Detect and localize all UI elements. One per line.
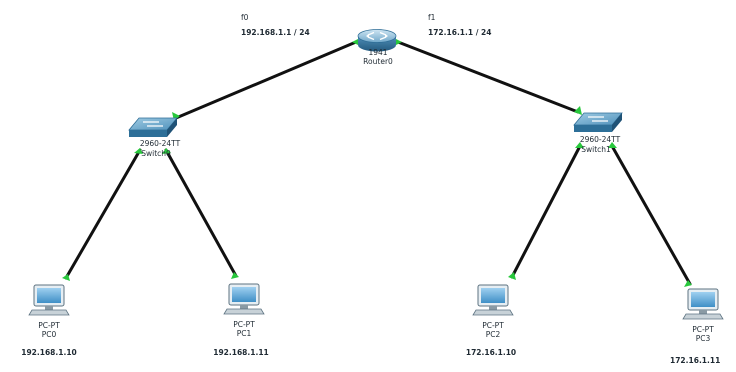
port-indicator (162, 148, 171, 154)
port-indicator (608, 142, 617, 148)
pc1-model: PC-PT (233, 320, 255, 329)
pc-icon[interactable] (472, 284, 514, 316)
pc0-model: PC-PT (38, 321, 60, 330)
router-port1-ip: 172.16.1.1 / 24 (428, 28, 492, 37)
pc1-ip: 192.168.1.11 (213, 348, 269, 357)
pc2-ip: 172.16.1.10 (465, 348, 517, 357)
link-router-switch1[interactable] (396, 40, 580, 114)
link-switch0-pc0[interactable] (64, 148, 142, 280)
pc1-name: PC1 (236, 329, 252, 338)
port-indicator (575, 142, 584, 148)
port-indicator (574, 106, 582, 115)
router-port0-ip: 192.168.1.1 / 24 (241, 28, 310, 37)
switch-icon[interactable] (128, 117, 178, 137)
pc0-ip: 192.168.1.10 (21, 348, 77, 357)
pc3-ip: 172.16.1.11 (670, 356, 721, 365)
router-port0-iface: f0 (241, 13, 249, 22)
router-port1-iface: f1 (428, 13, 436, 22)
pc0-name: PC0 (41, 330, 57, 339)
router-name: Router0 (363, 57, 393, 66)
pc3-model: PC-PT (692, 325, 714, 334)
pc-icon[interactable] (682, 288, 724, 320)
switch0-model: 2960-24TT (139, 139, 181, 148)
link-switch1-pc2[interactable] (510, 144, 582, 279)
pc-icon[interactable] (28, 284, 70, 316)
link-router-switch0[interactable] (174, 40, 358, 120)
port-indicator (134, 148, 143, 154)
pc2-model: PC-PT (482, 321, 504, 330)
switch0-name: Switch0 (141, 149, 171, 158)
port-indicator (231, 272, 239, 279)
port-indicator (508, 272, 516, 280)
switch1-model: 2960-24TT (579, 135, 621, 144)
router-icon[interactable] (357, 29, 397, 52)
link-switch1-pc3[interactable] (610, 144, 692, 286)
link-status-indicators (62, 38, 692, 287)
link-switch0-pc1[interactable] (164, 148, 238, 278)
pc2-name: PC2 (485, 330, 501, 339)
switch1-name: Switch1 (581, 145, 611, 154)
pc-icon[interactable] (223, 283, 265, 315)
router-model: 1941 (368, 48, 388, 57)
port-indicator (684, 280, 692, 287)
port-indicator (62, 274, 70, 281)
pc3-name: PC3 (695, 334, 711, 343)
switch-icon[interactable] (573, 112, 623, 132)
